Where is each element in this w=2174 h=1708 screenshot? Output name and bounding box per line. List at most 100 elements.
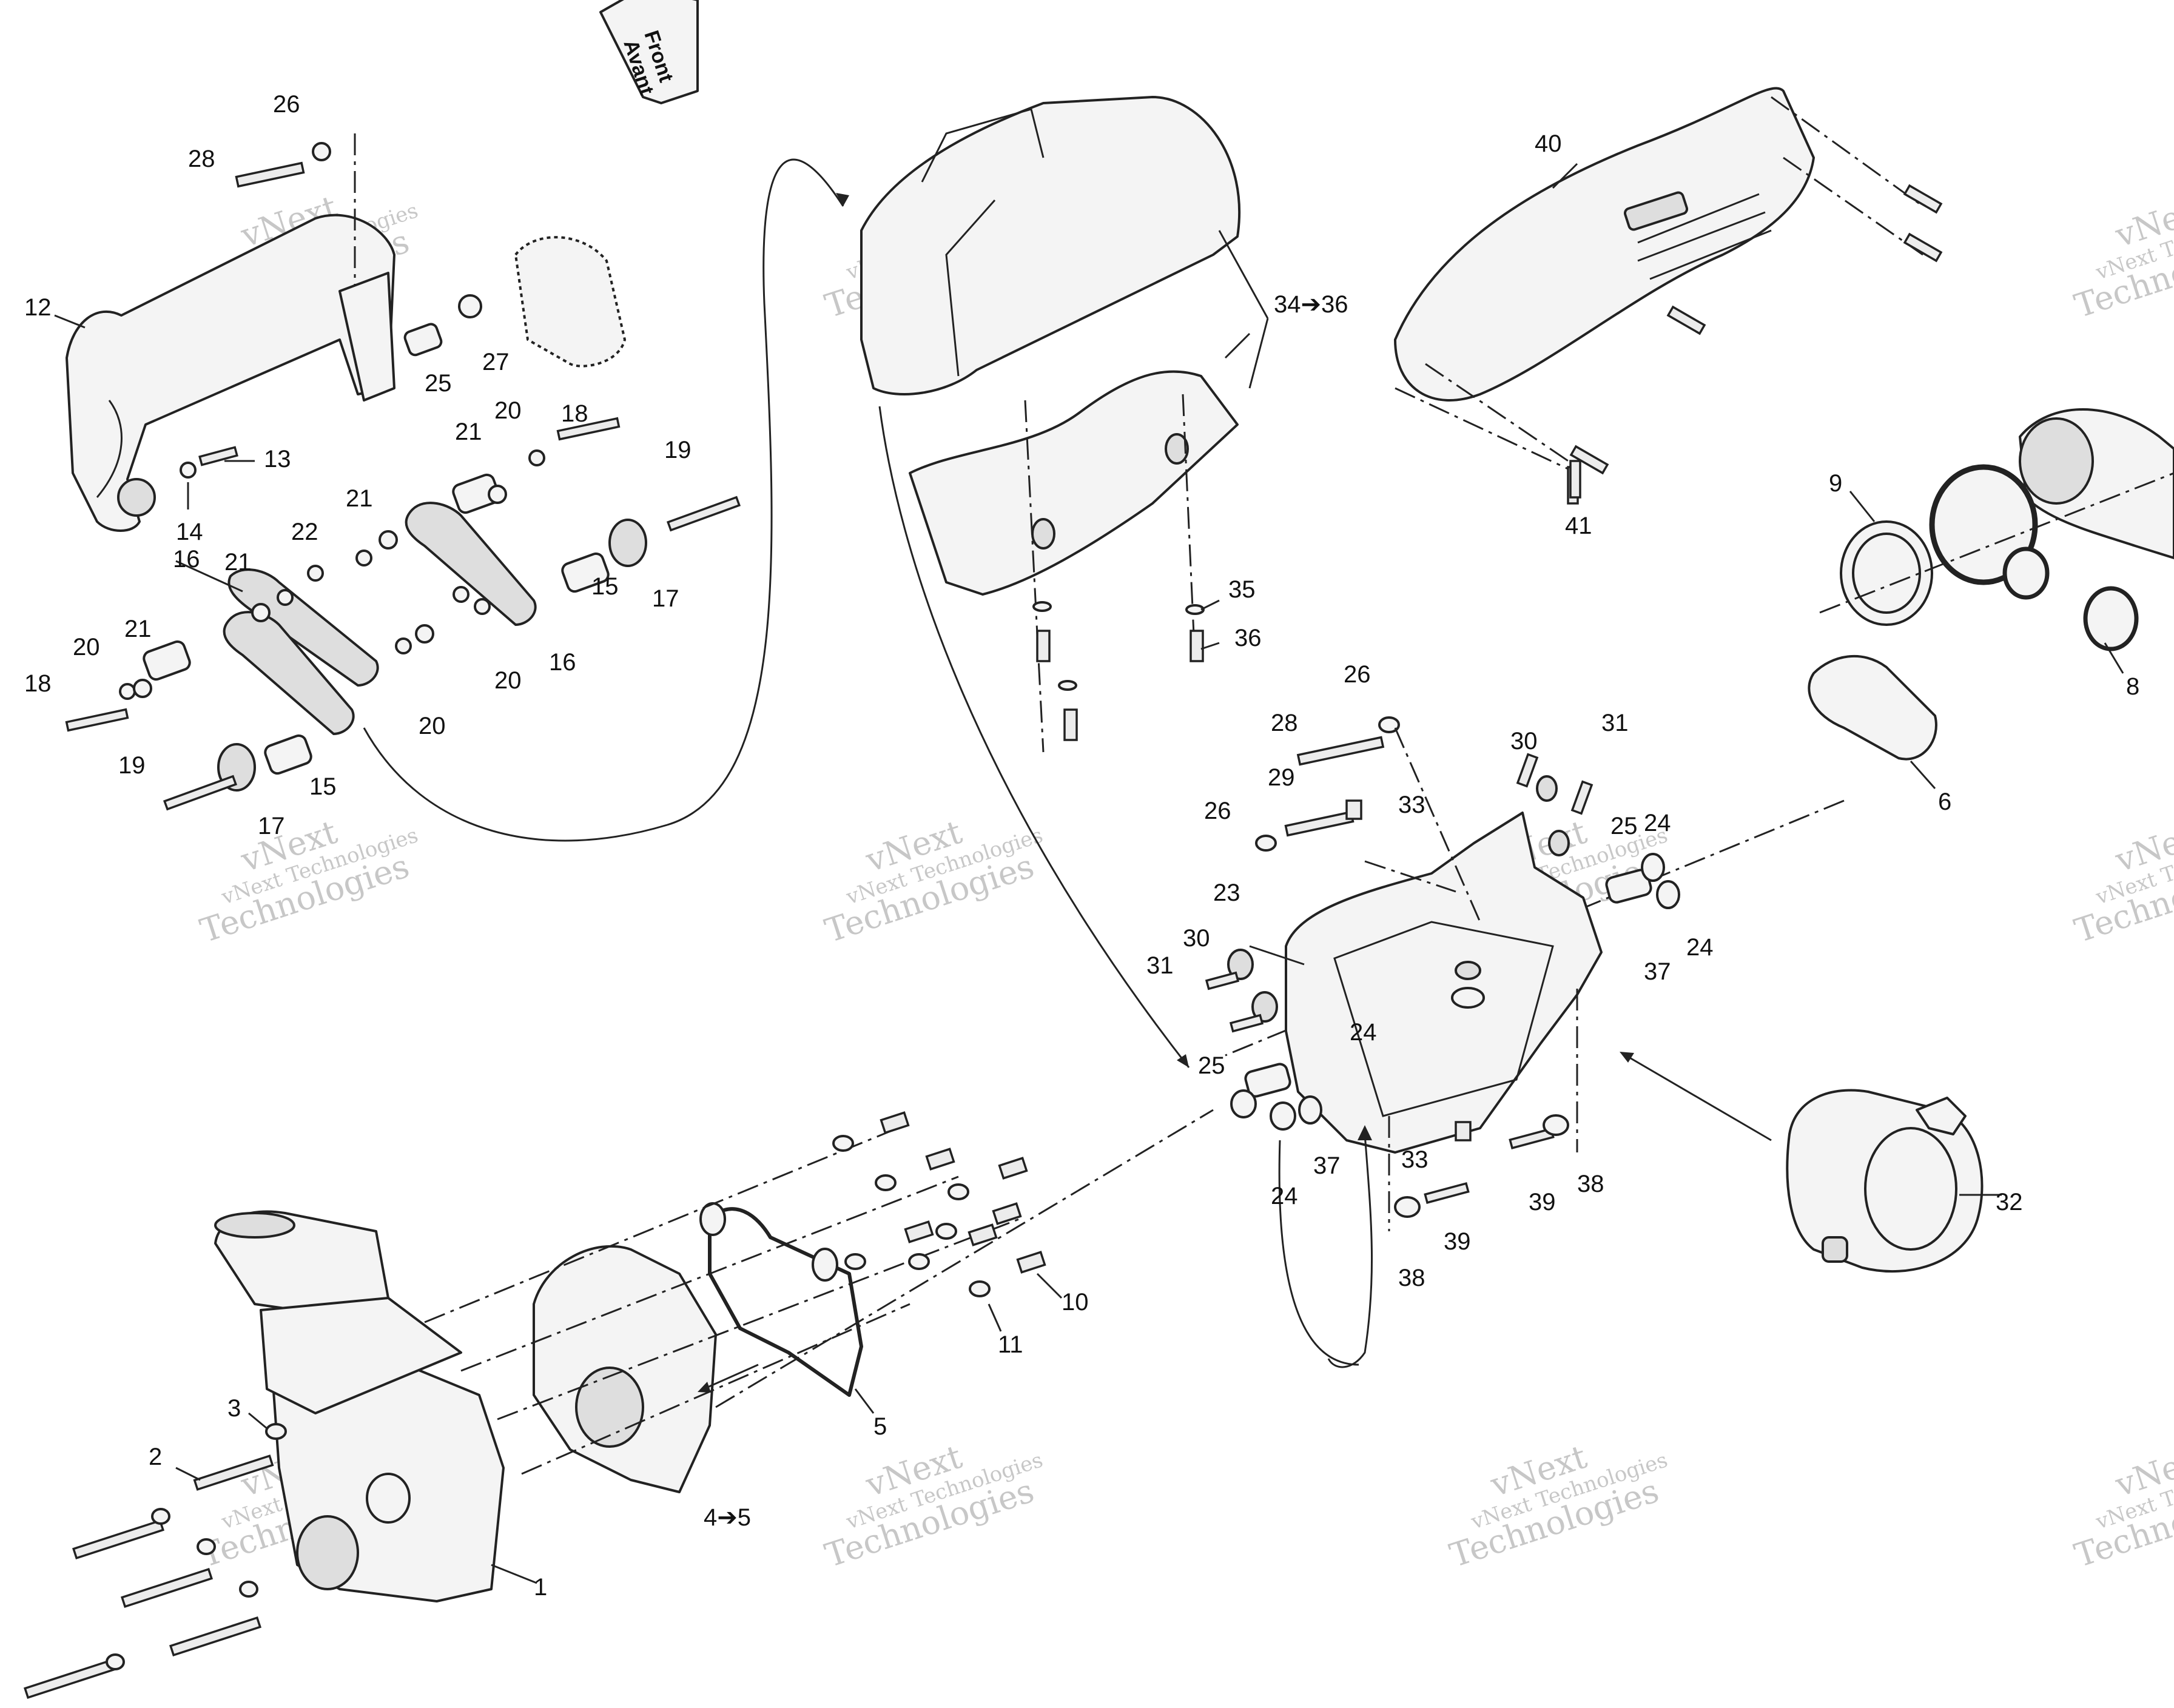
- leader-line: [175, 560, 243, 593]
- exhaust-pipe-assembly: [1225, 408, 2174, 1057]
- leader-line: [54, 314, 86, 329]
- alignment-line: [1771, 96, 1923, 207]
- washer: [832, 1135, 854, 1152]
- watermark: vNext vNext Technologies Technologies: [196, 813, 422, 950]
- arrow-head: [1620, 1052, 1634, 1063]
- bolt: [72, 1519, 165, 1559]
- alignment-line: [424, 1127, 898, 1323]
- washer: [151, 1508, 170, 1525]
- washer: [875, 1174, 897, 1191]
- cover-logo: [1623, 191, 1689, 231]
- bushing: [1548, 830, 1570, 856]
- leader-line: [175, 1467, 201, 1481]
- callout-10: 10: [1062, 1289, 1089, 1316]
- o-ring: [2002, 546, 2050, 600]
- leader-line: [248, 1412, 268, 1430]
- leader-line: [2104, 642, 2124, 674]
- callout-35: 35: [1228, 576, 1256, 603]
- bolt: [1016, 1251, 1046, 1274]
- bolt: [1903, 232, 1943, 263]
- washer: [1058, 680, 1077, 691]
- assembly-arrow: [703, 1363, 759, 1390]
- o-ring: [2083, 586, 2139, 651]
- handle-bushing: [117, 478, 156, 517]
- screw: [1063, 708, 1078, 741]
- callout-20d: 20: [73, 634, 100, 661]
- sleeve-clamp: [1916, 1097, 1967, 1135]
- grab-handle-part: [66, 214, 395, 532]
- callout-34-36: 34➔36: [1274, 291, 1348, 318]
- exhaust-gasket: [1929, 464, 2038, 585]
- callout-24a: 24: [1644, 810, 1671, 836]
- bracket-inner-edge: [1333, 921, 1554, 1117]
- bolt: [1569, 460, 1581, 499]
- muffler-outline-part: [514, 236, 626, 368]
- callout-9: 9: [1829, 470, 1842, 497]
- grommet: [1270, 1101, 1296, 1131]
- screw: [1190, 630, 1204, 662]
- bolt: [1666, 305, 1706, 335]
- bushing: [1536, 775, 1558, 802]
- gearbox-port: [296, 1515, 359, 1590]
- leader-line: [1224, 332, 1251, 359]
- callout-17a: 17: [652, 585, 679, 612]
- washer: [355, 550, 372, 567]
- callout-38b: 38: [1398, 1265, 1425, 1291]
- callout-30b: 30: [1183, 925, 1210, 952]
- washer: [1032, 601, 1052, 612]
- callout-17b: 17: [258, 813, 285, 839]
- washer: [395, 637, 412, 654]
- washer: [908, 1253, 930, 1270]
- grommet: [1641, 853, 1665, 882]
- callout-26a: 26: [273, 91, 300, 118]
- shield-boss: [1165, 433, 1189, 465]
- callout-23: 23: [1213, 879, 1240, 906]
- washer: [1543, 1114, 1569, 1136]
- cover-grille: [1637, 193, 1772, 280]
- callout-29: 29: [1268, 764, 1295, 791]
- bolt: [1229, 1014, 1264, 1033]
- leader-line: [988, 1303, 1002, 1332]
- alignment-line: [1364, 860, 1456, 893]
- alignment-line: [1395, 387, 1578, 474]
- arrow-head: [698, 1382, 711, 1393]
- leader-line: [1249, 945, 1305, 966]
- washer: [415, 624, 434, 644]
- bolt: [1516, 753, 1539, 788]
- callout-16b: 16: [549, 649, 576, 676]
- callout-31a: 31: [1601, 710, 1629, 736]
- callout-20a: 20: [494, 397, 522, 424]
- assembly-path-arrow: [1327, 1134, 1373, 1368]
- callout-18b: 18: [24, 670, 52, 697]
- bolt: [1569, 445, 1609, 475]
- alignment-line: [1394, 727, 1481, 923]
- watermark: vNext vNext Technologies Technologies: [1445, 1437, 1671, 1575]
- callout-18a: 18: [561, 400, 588, 427]
- gearbox-cover-part: [533, 1245, 717, 1493]
- spacer-bushing: [403, 323, 443, 357]
- front-arrow-shape: [599, 0, 699, 104]
- callout-4-5: 4➔5: [704, 1504, 751, 1531]
- callout-21b: 21: [346, 485, 373, 512]
- spacer-bushing: [264, 734, 312, 775]
- arrow-head: [836, 193, 849, 206]
- upper-heat-shield: [860, 96, 1241, 395]
- bolt: [1345, 799, 1362, 820]
- spacer-bushing: [143, 640, 191, 681]
- washer: [947, 1183, 969, 1200]
- grommet: [1230, 1089, 1257, 1118]
- gearbox-flange: [260, 1297, 462, 1414]
- washer: [180, 462, 197, 479]
- callout-15b: 15: [309, 773, 337, 800]
- handle-assembly: [65, 133, 849, 842]
- callout-39a: 39: [1529, 1189, 1556, 1215]
- washer: [458, 294, 482, 318]
- rubber-bushing: [608, 519, 647, 567]
- bolt: [1903, 184, 1943, 214]
- callout-24b: 24: [1686, 934, 1714, 961]
- callout-39b: 39: [1444, 1228, 1471, 1255]
- bolt: [1455, 1121, 1472, 1141]
- callout-22: 22: [291, 519, 318, 545]
- washer: [106, 1653, 125, 1670]
